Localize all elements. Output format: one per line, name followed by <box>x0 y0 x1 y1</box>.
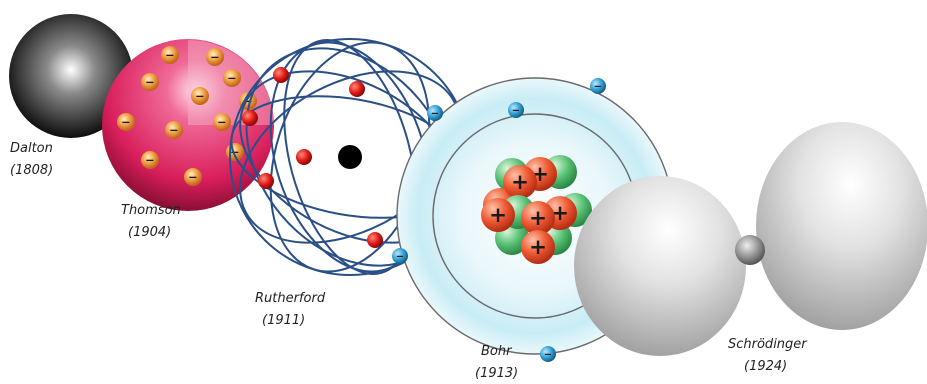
rutherford-electron <box>242 110 258 126</box>
proton: + <box>481 198 515 232</box>
thomson-electron: − <box>161 46 179 64</box>
proton-sign: + <box>529 235 547 260</box>
rutherford-electron-body <box>242 110 258 126</box>
bohr-electron: − <box>540 346 556 362</box>
thomson-year: (1904) <box>128 225 171 240</box>
bohr-electron-sign: − <box>512 105 520 116</box>
proton-sign: + <box>529 206 547 231</box>
rutherford-electron-body <box>296 149 312 165</box>
rutherford-electron <box>349 81 365 97</box>
bohr-electron: − <box>392 248 408 264</box>
thomson-electron: − <box>223 69 241 87</box>
thomson-electron-sign: − <box>210 51 219 64</box>
bohr-name: Bohr <box>481 344 513 359</box>
bohr-electron: − <box>590 78 606 94</box>
thomson-electron-sign: − <box>145 76 154 89</box>
bohr-electron: − <box>427 105 443 121</box>
rutherford-electron-body <box>258 173 274 189</box>
rutherford-year: (1911) <box>262 313 305 328</box>
thomson-electron-sign: − <box>227 72 236 85</box>
schrodinger-lobe-left <box>574 176 746 356</box>
rutherford-electron-body <box>349 81 365 97</box>
thomson-electron: − <box>213 113 231 131</box>
proton: + <box>503 165 537 199</box>
thomson-electron: − <box>165 121 183 139</box>
bohr-electron-sign: − <box>544 349 552 360</box>
bohr-electron-sign: − <box>431 108 439 119</box>
rutherford-electron <box>367 232 383 248</box>
dalton-year: (1808) <box>10 163 53 178</box>
proton: + <box>521 201 555 235</box>
rutherford-electron-body <box>367 232 383 248</box>
thomson-electron-sign: − <box>121 116 130 129</box>
thomson-electron: − <box>226 143 244 161</box>
rutherford-nucleus <box>338 145 362 169</box>
thomson-electron: − <box>191 87 209 105</box>
thomson-electron: − <box>141 151 159 169</box>
rutherford-electron <box>258 173 274 189</box>
dalton-name: Dalton <box>10 141 53 156</box>
thomson-electron: − <box>184 168 202 186</box>
thomson-electron-sign: − <box>145 154 154 167</box>
thomson-electron-sign: − <box>169 124 178 137</box>
thomson-electron: − <box>141 73 159 91</box>
rutherford-electron <box>273 67 289 83</box>
schrodinger-name: Schrödinger <box>728 337 808 352</box>
proton-sign: + <box>511 170 529 195</box>
thomson-electron: − <box>117 113 135 131</box>
thomson-electron-sign: − <box>188 171 197 184</box>
bohr-electron-sign: − <box>396 251 404 262</box>
thomson-electron-sign: − <box>217 116 226 129</box>
bohr-electron: − <box>508 102 524 118</box>
schrodinger-node <box>735 235 765 265</box>
schrodinger-lobe-right <box>756 122 927 330</box>
thomson-electron-sign: − <box>165 49 174 62</box>
proton-sign: + <box>489 203 507 228</box>
thomson-name: Thomson <box>121 203 181 218</box>
rutherford-electron <box>296 149 312 165</box>
rutherford-name: Rutherford <box>255 291 326 306</box>
bohr-electron-sign: − <box>594 81 602 92</box>
rutherford-electron-body <box>273 67 289 83</box>
thomson-electron: − <box>206 48 224 66</box>
schrodinger-year: (1924) <box>744 359 787 374</box>
thomson-electron-sign: − <box>195 90 204 103</box>
bohr-year: (1913) <box>475 366 518 381</box>
proton: + <box>521 230 555 264</box>
